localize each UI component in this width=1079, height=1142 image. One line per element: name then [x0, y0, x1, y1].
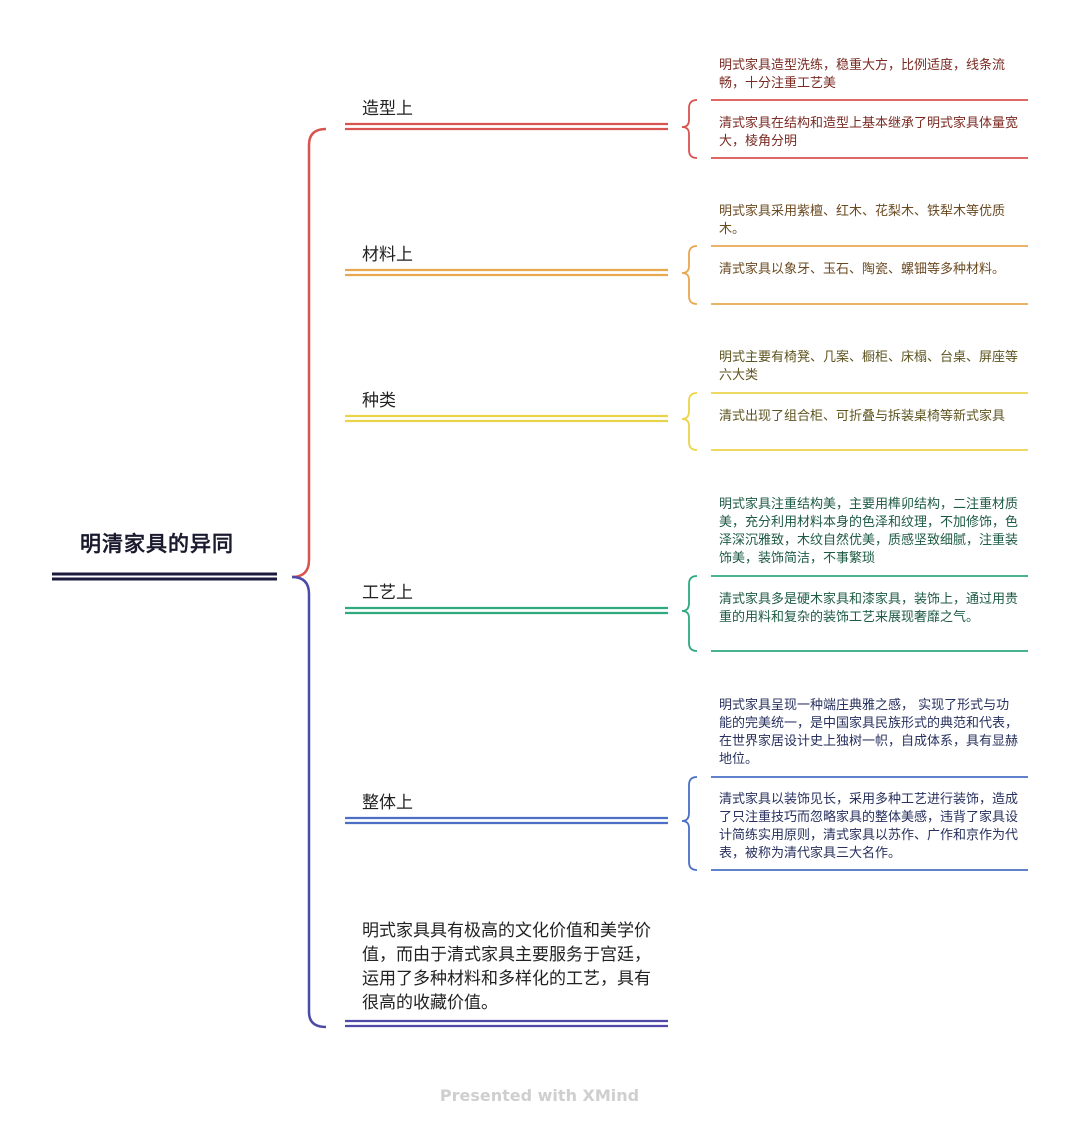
- bracket-top: [291, 127, 327, 579]
- leaf-types-ming[interactable]: 明式主要有椅凳、几案、橱柜、床榻、台桌、屏座等六大类: [719, 350, 1019, 383]
- leaf-material-ming[interactable]: 明式家具采用紫檀、红木、花梨木、铁犁木等优质木。: [719, 204, 1006, 237]
- branch-craft[interactable]: 工艺上: [362, 583, 413, 603]
- summary-topic[interactable]: 明式家具具有极高的文化价值和美学价值，而由于清式家具主要服务于宫廷，运用了多种材…: [362, 921, 651, 1013]
- root-topic[interactable]: 明清家具的异同: [80, 532, 234, 556]
- xmind-watermark: Presented with XMind: [439, 1086, 640, 1105]
- leaf-overall-ming[interactable]: 明式家具呈现一种端庄典雅之感， 实现了形式与功能的完美统一，是中国家具民族形式的…: [719, 698, 1019, 767]
- branch-overall[interactable]: 整体上: [362, 793, 413, 813]
- leaf-shape-qing[interactable]: 清式家具在结构和造型上基本继承了明式家具体量宽大，棱角分明: [719, 116, 1019, 149]
- bracket-bottom: [291, 575, 327, 1029]
- branch-material[interactable]: 材料上: [362, 245, 413, 265]
- leaf-craft-ming[interactable]: 明式家具注重结构美，主要用榫卯结构，二注重材质美，充分利用材料本身的色泽和纹理，…: [719, 497, 1019, 566]
- branch-shape[interactable]: 造型上: [362, 99, 413, 119]
- leaf-material-qing[interactable]: 清式家具以象牙、玉石、陶瓷、螺钿等多种材料。: [719, 262, 1006, 277]
- branch-types[interactable]: 种类: [362, 391, 396, 411]
- leaf-types-qing[interactable]: 清式出现了组合柜、可折叠与拆装桌椅等新式家具: [719, 409, 1006, 424]
- leaf-shape-ming[interactable]: 明式家具造型洗练，稳重大方，比例适度，线条流畅，十分注重工艺美: [719, 58, 1006, 91]
- leaf-craft-qing[interactable]: 清式家具多是硬木家具和漆家具，装饰上，通过用贵重的用料和复杂的装饰工艺来展现奢靡…: [719, 592, 1019, 625]
- leaf-overall-qing[interactable]: 清式家具以装饰见长，采用多种工艺进行装饰，造成了只注重技巧而忽略家具的整体美感，…: [719, 792, 1019, 861]
